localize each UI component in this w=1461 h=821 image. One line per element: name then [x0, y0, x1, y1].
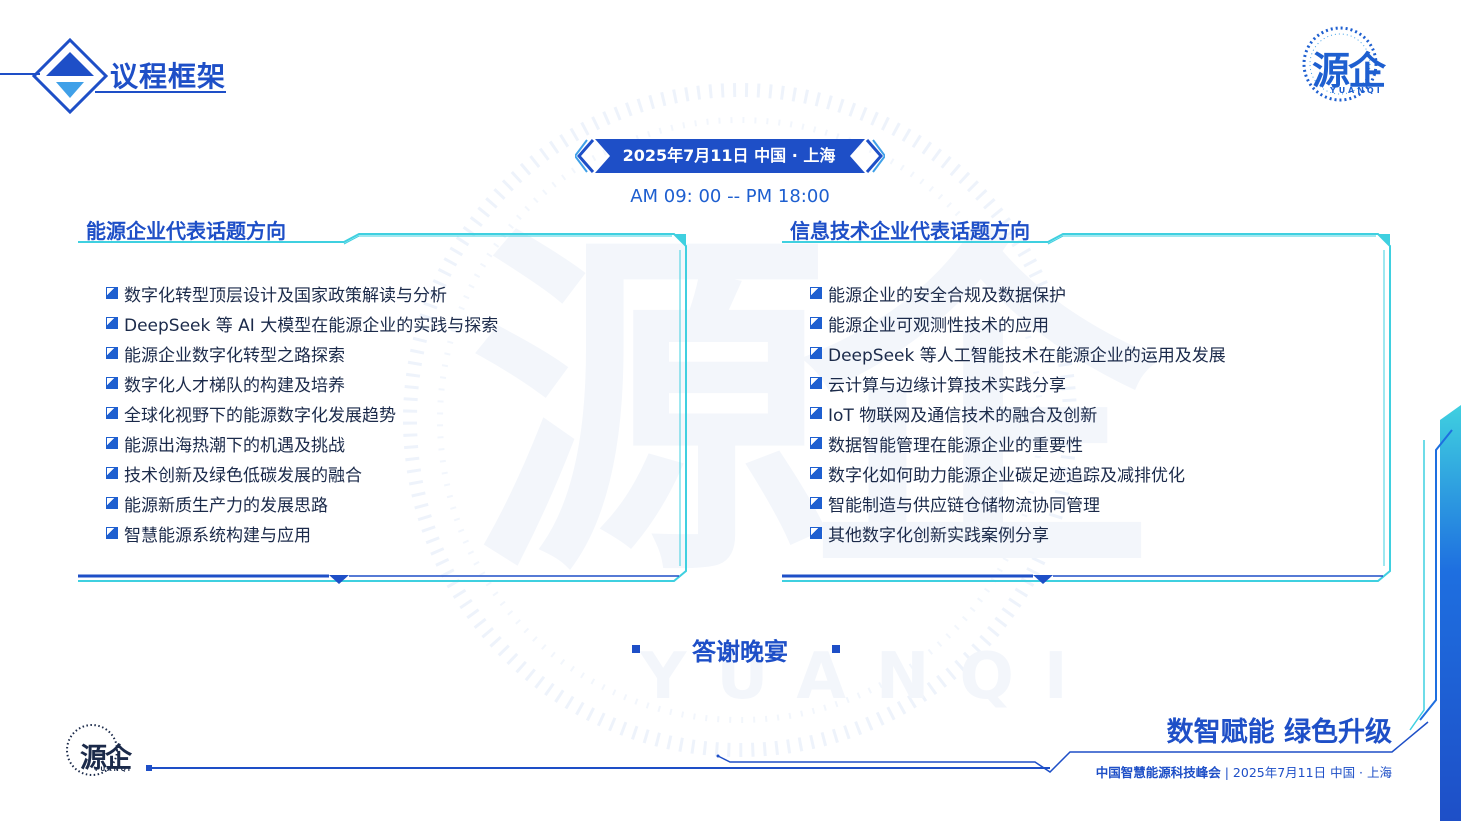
- list-item: 云计算与边缘计算技术实践分享: [810, 368, 1226, 398]
- list-item-label: DeepSeek 等人工智能技术在能源企业的运用及发展: [828, 345, 1226, 366]
- logo-bl-ring-icon: [66, 724, 118, 776]
- bullet-icon: [106, 317, 118, 329]
- list-item: 数字化人才梯队的构建及培养: [106, 368, 498, 398]
- bullet-icon: [810, 407, 822, 419]
- logo-ring-icon: [1302, 26, 1378, 102]
- bullet-icon: [810, 497, 822, 509]
- list-item: 能源新质生产力的发展思路: [106, 488, 498, 518]
- list-item-label: 数据智能管理在能源企业的重要性: [828, 435, 1083, 456]
- bullet-icon: [106, 287, 118, 299]
- list-item: 其他数字化创新实践案例分享: [810, 518, 1226, 548]
- bullet-icon: [106, 497, 118, 509]
- list-item-label: 能源出海热潮下的机遇及挑战: [124, 435, 345, 456]
- footer-logo-sub: YUANQI: [94, 766, 133, 773]
- list-item-label: 数字化如何助力能源企业碳足迹追踪及减排优化: [828, 465, 1185, 486]
- list-item-label: IoT 物联网及通信技术的融合及创新: [828, 405, 1098, 426]
- watermark-text: YUANQI: [640, 640, 1098, 714]
- list-item: DeepSeek 等人工智能技术在能源企业的运用及发展: [810, 338, 1226, 368]
- page-title: 议程框架: [110, 60, 227, 93]
- bullet-icon: [810, 317, 822, 329]
- list-item-label: 全球化视野下的能源数字化发展趋势: [124, 405, 396, 426]
- list-item-label: 能源企业数字化转型之路探索: [124, 345, 345, 366]
- bullet-icon: [810, 287, 822, 299]
- bullet-icon: [106, 377, 118, 389]
- dinner-divider: [78, 645, 1390, 653]
- bullet-icon: [106, 407, 118, 419]
- list-item: 技术创新及绿色低碳发展的融合: [106, 458, 498, 488]
- footer-logo-mark: 源企: [80, 743, 132, 774]
- bullet-icon: [810, 527, 822, 539]
- list-item-label: 数字化人才梯队的构建及培养: [124, 375, 345, 396]
- list-item-label: 能源新质生产力的发展思路: [124, 495, 328, 516]
- footer-info: 中国智慧能源科技峰会 | 2025年7月11日 中国 · 上海: [1040, 762, 1392, 781]
- slogan-part1: 数智赋能: [1166, 717, 1275, 748]
- bullet-icon: [106, 437, 118, 449]
- list-item: 数字化转型顶层设计及国家政策解读与分析: [106, 278, 498, 308]
- list-item: DeepSeek 等 AI 大模型在能源企业的实践与探索: [106, 308, 498, 338]
- list-item: 数据智能管理在能源企业的重要性: [810, 428, 1226, 458]
- list-item-label: 能源企业的安全合规及数据保护: [828, 285, 1066, 306]
- date-banner: [575, 139, 885, 173]
- left-topic-list: 数字化转型顶层设计及国家政策解读与分析 DeepSeek 等 AI 大模型在能源…: [106, 278, 498, 548]
- list-item: 能源企业的安全合规及数据保护: [810, 278, 1226, 308]
- bullet-icon: [810, 467, 822, 479]
- list-item-label: DeepSeek 等 AI 大模型在能源企业的实践与探索: [124, 315, 499, 336]
- left-panel-title: 能源企业代表话题方向: [86, 219, 286, 243]
- event-date-location: 2025年7月11日 中国 · 上海: [622, 146, 836, 165]
- bullet-icon: [106, 527, 118, 539]
- right-topic-list: 能源企业的安全合规及数据保护 能源企业可观测性技术的应用 DeepSeek 等人…: [810, 278, 1226, 548]
- list-item-label: 智能制造与供应链仓储物流协同管理: [828, 495, 1100, 516]
- logo-sub: YUANQI: [1330, 86, 1383, 95]
- list-item-label: 其他数字化创新实践案例分享: [828, 525, 1049, 546]
- slogan: 数智赋能 绿色升级: [1100, 710, 1392, 749]
- right-panel-frame: [782, 233, 1391, 584]
- right-panel-title: 信息技术企业代表话题方向: [790, 219, 1030, 243]
- list-item-label: 数字化转型顶层设计及国家政策解读与分析: [124, 285, 447, 306]
- left-panel-frame: [78, 233, 687, 584]
- list-item-label: 能源企业可观测性技术的应用: [828, 315, 1049, 336]
- list-item: 数字化如何助力能源企业碳足迹追踪及减排优化: [810, 458, 1226, 488]
- list-item: 全球化视野下的能源数字化发展趋势: [106, 398, 498, 428]
- slogan-part2: 绿色升级: [1284, 717, 1392, 748]
- event-time: AM 09: 00 -- PM 18:00: [630, 186, 830, 207]
- list-item-label: 智慧能源系统构建与应用: [124, 525, 311, 546]
- dinner-label: 答谢晚宴: [692, 638, 788, 666]
- bullet-icon: [106, 467, 118, 479]
- bullet-icon: [810, 377, 822, 389]
- list-item-label: 云计算与边缘计算技术实践分享: [828, 375, 1066, 396]
- list-item-label: 技术创新及绿色低碳发展的融合: [124, 465, 362, 486]
- logo-mark: 源企: [1312, 49, 1386, 93]
- list-item: IoT 物联网及通信技术的融合及创新: [810, 398, 1226, 428]
- bullet-icon: [810, 437, 822, 449]
- footer-separator: |: [1224, 765, 1229, 780]
- list-item: 能源企业数字化转型之路探索: [106, 338, 498, 368]
- list-item: 智慧能源系统构建与应用: [106, 518, 498, 548]
- list-item: 能源企业可观测性技术的应用: [810, 308, 1226, 338]
- list-item: 能源出海热潮下的机遇及挑战: [106, 428, 498, 458]
- footer-date-location: 2025年7月11日 中国 · 上海: [1232, 765, 1392, 780]
- bullet-icon: [810, 347, 822, 359]
- list-item: 智能制造与供应链仓储物流协同管理: [810, 488, 1226, 518]
- footer-summit: 中国智慧能源科技峰会: [1095, 765, 1221, 780]
- title-diamond-icon: [31, 37, 109, 115]
- bullet-icon: [106, 347, 118, 359]
